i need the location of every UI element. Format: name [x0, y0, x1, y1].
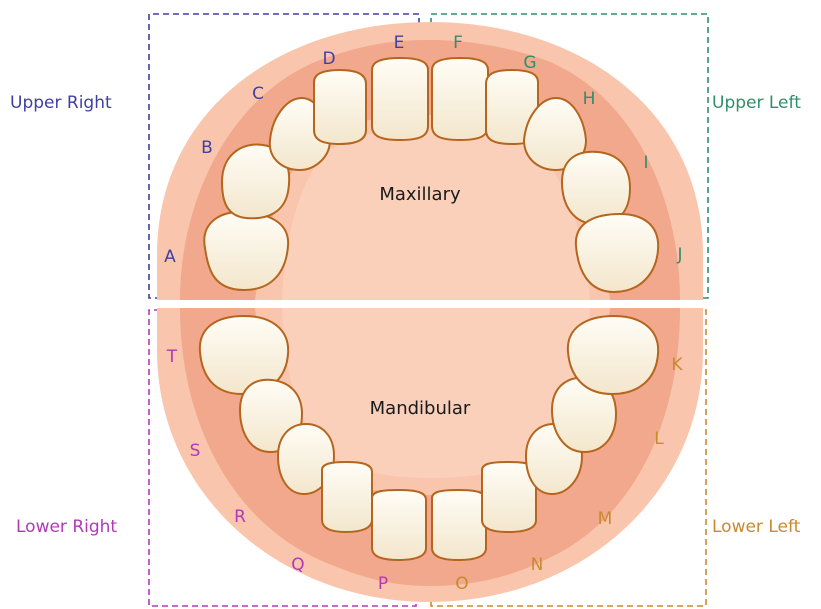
tooth-label-i: I	[643, 153, 648, 173]
tooth-label-e: E	[394, 33, 405, 53]
tooth-f[interactable]	[432, 58, 488, 140]
tooth-label-a: A	[164, 247, 176, 267]
tooth-label-r: R	[234, 507, 246, 527]
tooth-label-f: F	[453, 33, 463, 53]
tooth-label-p: P	[378, 574, 388, 594]
tooth-label-m: M	[598, 509, 613, 529]
tooth-q[interactable]	[322, 462, 372, 532]
tooth-label-o: O	[455, 574, 468, 594]
maxillary-label: Maxillary	[379, 184, 461, 205]
tooth-o[interactable]	[432, 490, 486, 560]
tooth-label-h: H	[583, 89, 596, 109]
lower-right-label: Lower Right	[16, 517, 117, 537]
upper-left-label: Upper Left	[712, 93, 801, 113]
tooth-d[interactable]	[314, 70, 366, 144]
lower-left-label: Lower Left	[712, 517, 801, 537]
upper-right-label: Upper Right	[10, 93, 112, 113]
tooth-label-c: C	[252, 84, 264, 104]
tooth-a[interactable]	[204, 212, 288, 290]
tooth-label-q: Q	[291, 555, 304, 575]
tooth-p[interactable]	[372, 490, 426, 560]
tooth-label-l: L	[654, 429, 664, 449]
mandibular-label: Mandibular	[370, 398, 471, 419]
tooth-label-j: J	[676, 245, 682, 265]
tooth-label-b: B	[201, 138, 213, 158]
tooth-label-g: G	[523, 53, 536, 73]
tooth-label-t: T	[166, 347, 178, 367]
tooth-k[interactable]	[568, 316, 658, 394]
tooth-label-s: S	[190, 441, 201, 461]
tooth-j[interactable]	[576, 214, 658, 292]
tooth-label-d: D	[322, 49, 335, 69]
tooth-label-k: K	[671, 355, 683, 375]
tooth-e[interactable]	[372, 58, 428, 140]
tooth-label-n: N	[531, 555, 544, 575]
